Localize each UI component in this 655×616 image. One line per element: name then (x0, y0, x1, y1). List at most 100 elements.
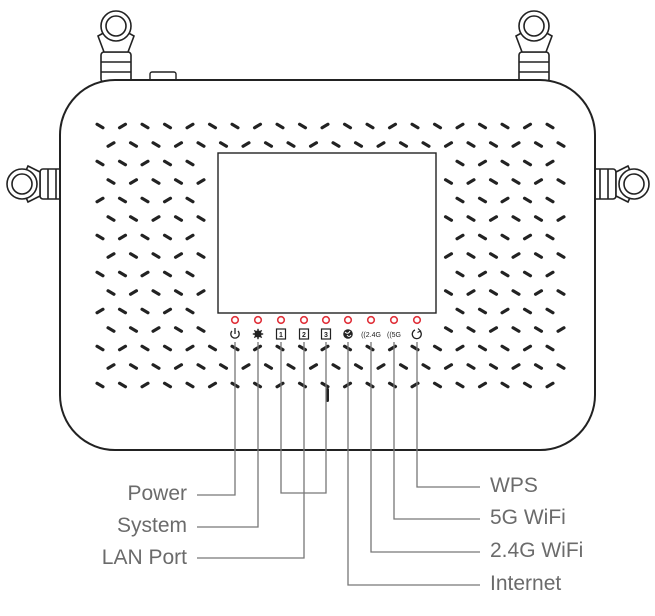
vent-slot (432, 344, 443, 352)
vent-slot (533, 141, 544, 148)
vent-slot (140, 122, 150, 130)
leader-2-4g-wifi (370, 342, 480, 553)
vent-slot (522, 381, 533, 389)
vent-slot (488, 178, 499, 185)
vent-slot (263, 363, 274, 370)
label-lan-port: LAN Port (101, 546, 187, 569)
vent-slot (421, 363, 431, 370)
led-wps (412, 315, 422, 325)
vent-slot (326, 388, 329, 402)
vent-slot (128, 252, 139, 259)
vent-slot (387, 122, 398, 130)
vent-slot (140, 270, 150, 278)
vent-slot (488, 252, 499, 259)
vent-slot (410, 122, 420, 130)
label-power: Power (127, 482, 187, 505)
vent-slot (173, 326, 184, 333)
vent-slot (95, 233, 105, 241)
vent-slot (500, 159, 510, 167)
label-internet: Internet (490, 572, 562, 595)
vent-slot (106, 363, 116, 370)
vent-slot (162, 344, 173, 352)
vent-slot (128, 289, 139, 296)
vent-slot (398, 141, 409, 148)
vent-slot (455, 233, 465, 241)
leader-power (197, 342, 236, 496)
vent-slot (185, 233, 195, 241)
led-internet (343, 315, 353, 325)
vent-slot (511, 363, 521, 370)
vent-slot (117, 344, 128, 352)
vent-slot (140, 233, 150, 241)
vent-slot (320, 381, 330, 389)
vent-slot (275, 381, 285, 389)
vent-slot (545, 381, 555, 389)
vent-slot (556, 215, 566, 222)
vent-slot (106, 141, 116, 148)
vent-slot (151, 215, 161, 222)
vent-slot (455, 344, 465, 352)
vent-slot (500, 381, 510, 389)
vent-slot (151, 178, 161, 185)
vent-slot (106, 178, 116, 185)
vent-slot (106, 215, 116, 222)
vent-slot (117, 196, 128, 204)
vent-slot (173, 289, 184, 296)
vent-slot (477, 122, 488, 130)
vent-slot (511, 178, 521, 185)
led-power (230, 315, 240, 325)
vent-slot (443, 252, 454, 259)
vent-slot (443, 326, 454, 333)
vent-slot (117, 270, 128, 278)
vent-slot (185, 381, 195, 389)
vent-slot (95, 122, 105, 130)
vent-slot (140, 159, 150, 167)
vent-slot (252, 122, 263, 130)
vent-slot (522, 270, 533, 278)
vent-slot (556, 141, 566, 148)
lan-port-3-icon: 3 (320, 328, 332, 340)
led-system (253, 315, 263, 325)
vent-slot (207, 122, 218, 130)
antenna-top-right (515, 10, 553, 83)
vent-slot (511, 252, 521, 259)
leader-system (197, 342, 259, 528)
vent-slot (331, 363, 341, 370)
vent-slot (522, 307, 533, 315)
vent-slot (432, 122, 443, 130)
label-wps: WPS (490, 474, 538, 497)
gear-icon (252, 328, 264, 340)
vent-slot (500, 122, 510, 130)
vent-slot (398, 363, 409, 370)
vent-slot (365, 381, 375, 389)
vent-slot (500, 344, 510, 352)
vent-slot (500, 307, 510, 315)
vent-slot (95, 307, 105, 315)
vent-slot (477, 159, 488, 167)
vent-slot (185, 307, 195, 315)
vent-slot (308, 363, 319, 370)
vent-slot (151, 363, 161, 370)
vent-slot (533, 289, 544, 296)
vent-slot (556, 326, 566, 333)
label-5g-wifi: 5G WiFi (490, 506, 566, 529)
vent-slot (545, 344, 555, 352)
vent-slot (443, 363, 454, 370)
vent-slot (140, 196, 150, 204)
vent-slot (185, 122, 195, 130)
svg-text:((5G: ((5G (387, 332, 401, 339)
vent-slot (117, 159, 128, 167)
svg-text:((2.4G: ((2.4G (361, 332, 381, 339)
vent-slot (511, 326, 521, 333)
vent-slot (95, 381, 105, 389)
wps-icon (411, 328, 422, 340)
vent-slot (353, 141, 364, 148)
vent-slot (185, 196, 195, 204)
vent-slot (185, 270, 195, 278)
vent-slot (545, 307, 555, 315)
antennas (6, 10, 650, 204)
vent-slot (297, 381, 308, 389)
vent-slot (365, 344, 375, 352)
vent-slot (342, 122, 353, 130)
